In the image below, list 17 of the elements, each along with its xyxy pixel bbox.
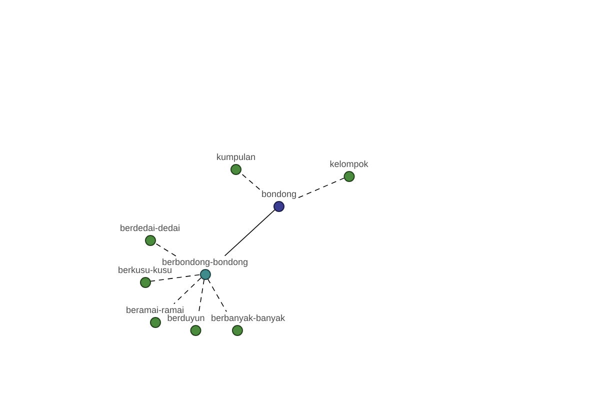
connector-line	[154, 242, 176, 256]
node-label: kelompok	[330, 158, 368, 170]
connector-line	[207, 278, 227, 312]
node-label: berkusu-kusu	[118, 264, 172, 276]
node-label: berdedai-dedai	[120, 222, 180, 234]
node-label: berbanyak-banyak	[210, 312, 286, 324]
node-label: kumpulan	[216, 152, 256, 162]
node-label: bondong	[261, 188, 297, 200]
connector-line	[198, 279, 205, 312]
connector-line	[298, 178, 344, 198]
connector-line	[224, 209, 276, 256]
connector-line	[174, 277, 202, 304]
node-label: berduyun	[167, 312, 205, 324]
node-label: beramai-ramai	[126, 304, 184, 314]
connector-line	[240, 172, 260, 190]
node-label: berbondong-bondong	[162, 256, 248, 267]
connector-line	[150, 274, 200, 282]
